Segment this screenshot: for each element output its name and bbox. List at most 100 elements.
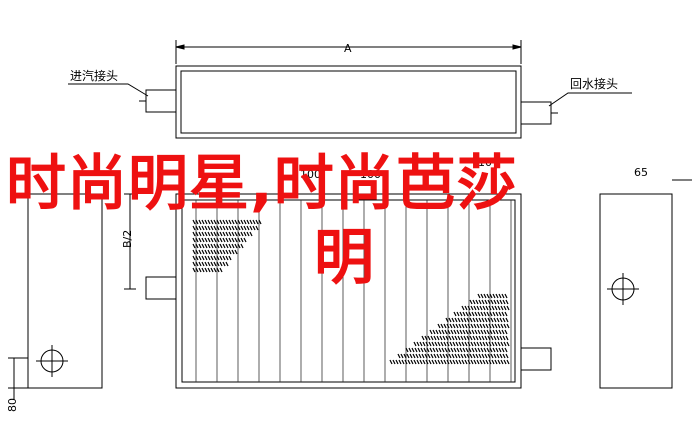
fin-mark	[486, 329, 490, 335]
fin-mark	[198, 219, 202, 225]
fin-mark	[503, 341, 507, 347]
fin-mark	[240, 225, 244, 231]
fin-mark	[231, 231, 235, 237]
fin-mark	[443, 323, 447, 329]
fin-mark	[437, 359, 441, 365]
fin-mark	[198, 267, 202, 273]
fin-mark	[421, 335, 425, 341]
fin-mark	[491, 359, 495, 365]
fin-mark	[469, 299, 473, 305]
fin-mark	[234, 225, 238, 231]
fin-mark	[467, 323, 471, 329]
fin-mark	[192, 243, 196, 249]
fin-mark	[443, 341, 447, 347]
fin-mark	[210, 237, 214, 243]
fin-mark	[455, 341, 459, 347]
fin-mark	[467, 341, 471, 347]
fin-mark	[222, 255, 226, 261]
fin-mark	[441, 347, 445, 353]
fin-mark	[424, 353, 428, 359]
fin-mark	[225, 219, 229, 225]
fin-mark	[192, 249, 196, 255]
fin-mark	[447, 347, 451, 353]
fin-mark	[422, 341, 426, 347]
fin-mark	[499, 317, 503, 323]
fin-mark	[427, 335, 431, 341]
fin-mark	[446, 341, 450, 347]
fin-mark	[192, 255, 196, 261]
fin-mark	[481, 299, 485, 305]
fin-mark	[462, 347, 466, 353]
fin-mark	[453, 329, 457, 335]
fin-mark	[222, 225, 226, 231]
fin-mark	[497, 323, 501, 329]
fin-mark	[458, 359, 462, 365]
fin-mark	[412, 353, 416, 359]
fin-mark	[430, 353, 434, 359]
fin-hatching-upper	[192, 219, 262, 273]
fin-mark	[443, 359, 447, 365]
fin-mark	[504, 311, 508, 317]
fin-mark	[422, 359, 426, 365]
fin-mark	[237, 243, 241, 249]
fin-mark	[195, 255, 199, 261]
fin-mark	[222, 237, 226, 243]
fin-mark	[461, 341, 465, 347]
fin-mark	[486, 311, 490, 317]
fin-mark	[192, 231, 196, 237]
fin-mark	[501, 293, 505, 299]
fin-mark	[467, 359, 471, 365]
fin-mark	[243, 225, 247, 231]
fin-mark	[204, 225, 208, 231]
fin-mark	[454, 335, 458, 341]
fin-mark	[234, 243, 238, 249]
fin-mark	[441, 329, 445, 335]
fin-mark	[476, 305, 480, 311]
fin-mark	[207, 255, 211, 261]
fin-mark	[480, 293, 484, 299]
fin-mark	[201, 249, 205, 255]
fin-mark	[459, 329, 463, 335]
dimension-bottom-left-label: 80	[6, 398, 19, 412]
fin-mark	[483, 311, 487, 317]
fin-mark	[445, 353, 449, 359]
fin-mark	[485, 359, 489, 365]
fin-mark	[204, 237, 208, 243]
fin-mark	[198, 249, 202, 255]
fin-mark	[210, 249, 214, 255]
fin-mark	[231, 237, 235, 243]
fin-mark	[499, 353, 503, 359]
fin-mark	[228, 219, 232, 225]
fin-mark	[195, 243, 199, 249]
dimension-mid-far-right-label: 10	[478, 156, 492, 169]
fin-mark	[493, 317, 497, 323]
fin-mark	[487, 317, 491, 323]
fin-mark	[504, 329, 508, 335]
fin-mark	[213, 219, 217, 225]
fin-mark	[450, 347, 454, 353]
fin-mark	[480, 329, 484, 335]
fin-mark	[462, 311, 466, 317]
fin-mark	[408, 347, 412, 353]
fin-mark	[488, 305, 492, 311]
fin-mark	[469, 317, 473, 323]
fin-mark	[484, 335, 488, 341]
fin-mark	[216, 255, 220, 261]
outlet-label: 回水接头	[570, 76, 618, 91]
fin-mark	[210, 231, 214, 237]
fin-mark	[498, 311, 502, 317]
fin-mark	[472, 353, 476, 359]
fin-mark	[231, 243, 235, 249]
fin-mark	[475, 353, 479, 359]
fin-mark	[476, 323, 480, 329]
fin-mark	[417, 347, 421, 353]
fin-mark	[445, 335, 449, 341]
fin-mark	[442, 353, 446, 359]
fin-mark	[442, 335, 446, 341]
fin-mark	[198, 261, 202, 267]
fin-mark	[207, 243, 211, 249]
fin-mark	[240, 219, 244, 225]
fin-mark	[433, 353, 437, 359]
fin-mark	[258, 219, 262, 225]
fin-mark	[446, 359, 450, 365]
